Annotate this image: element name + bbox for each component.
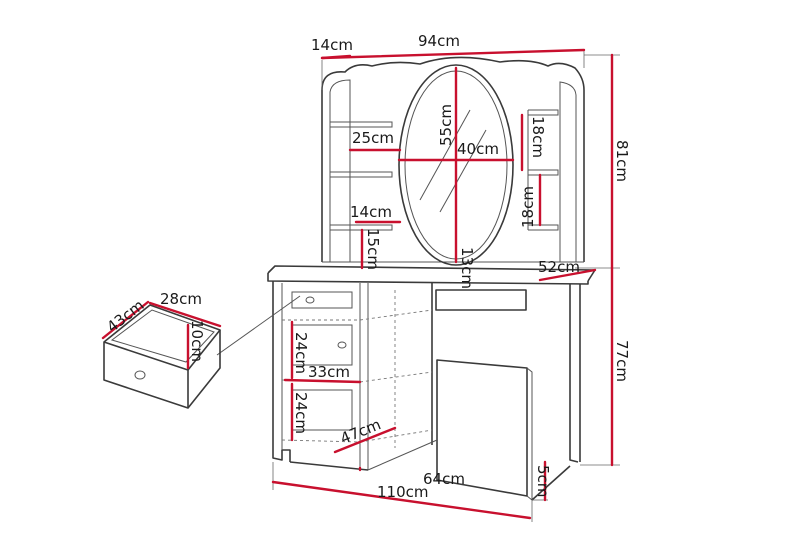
label-lower-shelf-height: 15cm (364, 228, 382, 270)
label-right-shelf-lower: 18cm (519, 186, 537, 228)
dim-bottom-depth (333, 426, 397, 454)
dim-compartment-width (283, 378, 362, 384)
label-top-depth: 14cm (311, 36, 353, 54)
label-total-height: 81cm (613, 140, 631, 182)
detail-leader (216, 295, 301, 356)
label-drawer-width: 28cm (160, 290, 202, 308)
label-compartment-width: 33cm (308, 363, 350, 381)
dim-total-width (271, 480, 532, 520)
label-drawer-height: 10cm (188, 320, 206, 362)
label-lower-shelf-depth: 14cm (350, 203, 392, 221)
label-desk-depth: 52cm (538, 258, 580, 276)
label-shelf-width: 25cm (352, 129, 394, 147)
label-top-width: 94cm (418, 32, 460, 50)
dim-desk-depth (538, 268, 597, 282)
label-right-shelf-upper: 18cm (529, 116, 547, 158)
dim-drawer-width (148, 301, 222, 328)
label-total-width: 110cm (377, 483, 429, 501)
drawer-detail (103, 304, 221, 409)
label-desk-height: 77cm (613, 340, 631, 382)
dim-drawer-depth (101, 300, 150, 340)
label-compartment-lower: 24cm (292, 392, 310, 434)
label-drawer-gap: 13cm (458, 247, 476, 289)
dimension-lines (101, 48, 614, 520)
right-shelves (527, 109, 559, 231)
label-base-height: 5cm (534, 465, 552, 497)
label-compartment-upper: 24cm (292, 332, 310, 374)
label-mirror-height: 55cm (437, 104, 455, 146)
label-mirror-width: 40cm (457, 140, 499, 158)
hutch-outline (321, 56, 585, 263)
dimension-labels: 14cm 94cm 25cm 55cm 40cm 18cm 18cm 81cm … (103, 32, 631, 501)
dim-top-depth (320, 54, 352, 60)
label-knee-width: 64cm (423, 470, 465, 488)
dim-top-width (320, 48, 586, 60)
